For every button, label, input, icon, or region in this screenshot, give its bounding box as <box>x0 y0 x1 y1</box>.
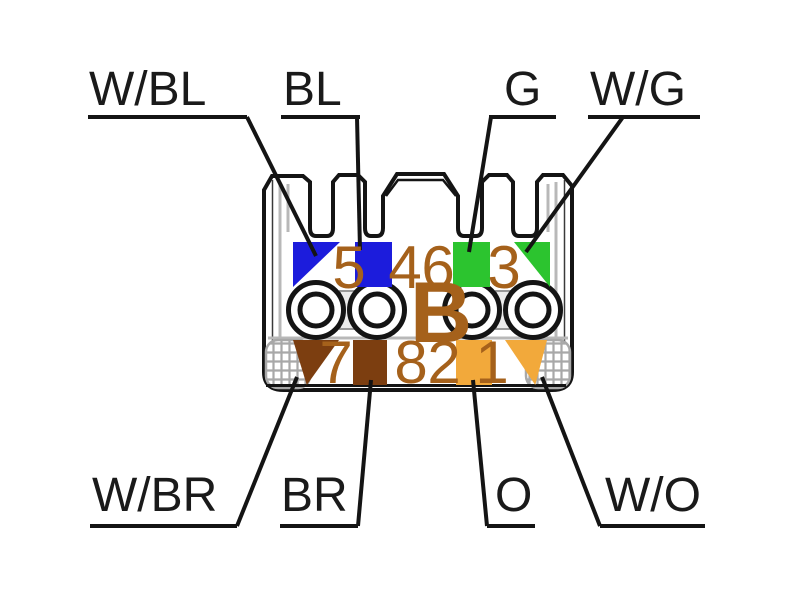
label-br: BR <box>281 469 348 522</box>
pin-number-1: 1 <box>475 329 509 396</box>
pin-slot-2 <box>456 340 492 385</box>
pin-slot-6 <box>453 242 490 287</box>
leader-line <box>245 116 318 257</box>
pin-number-4: 4 <box>388 234 422 301</box>
leader-line <box>355 116 362 251</box>
pin-number-2: 2 <box>427 329 461 396</box>
center-prong-inner-edge <box>385 178 457 197</box>
pin-slot-8 <box>353 340 387 385</box>
housing-outline <box>262 172 574 392</box>
leader-line <box>540 376 602 527</box>
label-wbr: W/BR <box>92 469 218 522</box>
wire-hole-inner <box>514 291 552 329</box>
label-wg: W/G <box>590 63 686 116</box>
wire-hole-inner <box>358 291 396 329</box>
label-wo: W/O <box>605 469 701 522</box>
pin-number-8: 8 <box>394 329 428 396</box>
leader-line <box>356 379 373 527</box>
standard-letter: B <box>409 265 473 361</box>
label-g: G <box>504 63 542 116</box>
leader-line <box>524 115 625 254</box>
pin-number-6: 6 <box>421 234 455 301</box>
pin-number-7: 7 <box>319 329 353 396</box>
label-o: O <box>495 469 533 522</box>
label-bl: BL <box>283 63 342 116</box>
leader-line <box>471 379 489 527</box>
pin-number-5: 5 <box>332 234 366 301</box>
leader-line <box>467 116 493 253</box>
wire-hole-inner <box>297 291 335 329</box>
wire-hole-inner <box>453 291 491 329</box>
pin-number-3: 3 <box>487 234 521 301</box>
wire-holes <box>286 280 563 340</box>
gray-guide-left <box>278 182 290 338</box>
label-wbl: W/BL <box>89 63 207 116</box>
leader-line <box>235 376 299 527</box>
